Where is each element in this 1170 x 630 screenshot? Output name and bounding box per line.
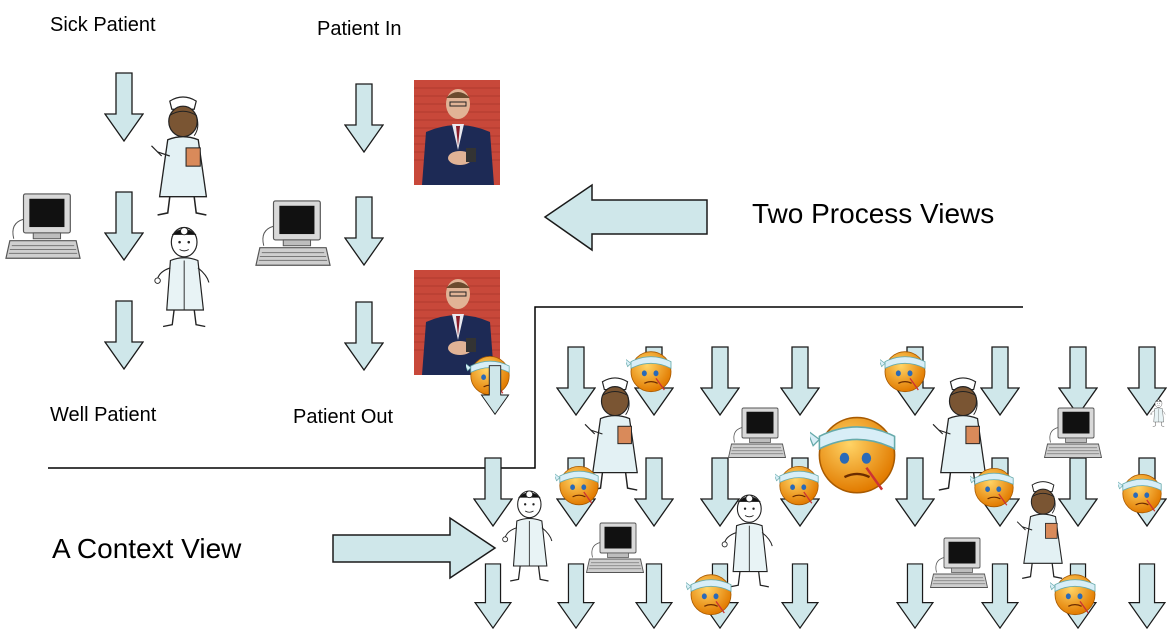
down-arrow-icon	[104, 72, 144, 142]
down-arrow-icon	[780, 346, 820, 416]
down-arrow-icon	[556, 346, 596, 416]
doctor-icon	[154, 226, 210, 328]
sick-face-icon	[810, 416, 896, 494]
man-photo-icon	[414, 80, 500, 185]
process-view-sick-well	[5, 72, 210, 370]
down-arrow-icon	[634, 457, 674, 527]
down-arrow-icon	[1058, 346, 1098, 416]
label-two-process-views: Two Process Views	[752, 198, 995, 229]
down-arrow-icon	[1058, 457, 1098, 527]
computer-icon	[728, 407, 786, 458]
nurse-icon	[1016, 480, 1063, 580]
label-sick-patient: Sick Patient	[50, 14, 156, 36]
label-a-context-view: A Context View	[52, 533, 242, 564]
process-view-in-out	[255, 80, 510, 396]
nurse-icon	[932, 377, 986, 491]
down-arrow-icon	[344, 196, 384, 266]
label-patient-in: Patient In	[317, 18, 402, 40]
computer-icon	[255, 200, 331, 266]
sick-face-icon	[880, 350, 926, 393]
down-arrow-icon	[895, 457, 935, 527]
sick-face-icon	[775, 465, 819, 506]
sick-face-icon	[970, 467, 1014, 508]
right-arrow-icon	[332, 516, 497, 580]
label-well-patient: Well Patient	[50, 404, 157, 426]
label-patient-out: Patient Out	[293, 406, 394, 428]
computer-icon	[5, 193, 81, 259]
down-arrow-icon	[104, 191, 144, 261]
sick-face-icon	[626, 350, 672, 393]
nurse-icon	[150, 96, 208, 216]
down-arrow-icon	[781, 563, 819, 629]
left-arrow-icon	[543, 183, 708, 252]
down-arrow-icon	[635, 563, 673, 629]
down-arrow-icon	[980, 346, 1020, 416]
context-view-crowd	[473, 346, 1167, 629]
down-arrow-icon	[557, 563, 595, 629]
sick-face-icon	[686, 574, 732, 616]
context-divider-line	[48, 306, 1023, 469]
down-arrow-icon	[1128, 563, 1166, 629]
sick-face-icon	[1050, 574, 1096, 616]
down-arrow-icon	[700, 457, 740, 527]
down-arrow-icon	[104, 300, 144, 370]
doctor-icon	[502, 490, 553, 582]
computer-icon	[586, 522, 644, 573]
down-arrow-icon	[896, 563, 934, 629]
down-arrow-icon	[474, 563, 512, 629]
down-arrow-icon	[700, 346, 740, 416]
down-arrow-icon	[344, 301, 384, 371]
computer-icon	[1044, 407, 1102, 458]
down-arrow-icon	[981, 563, 1019, 629]
down-arrow-icon	[344, 83, 384, 153]
computer-icon	[930, 537, 988, 588]
sick-face-icon	[1118, 473, 1162, 514]
